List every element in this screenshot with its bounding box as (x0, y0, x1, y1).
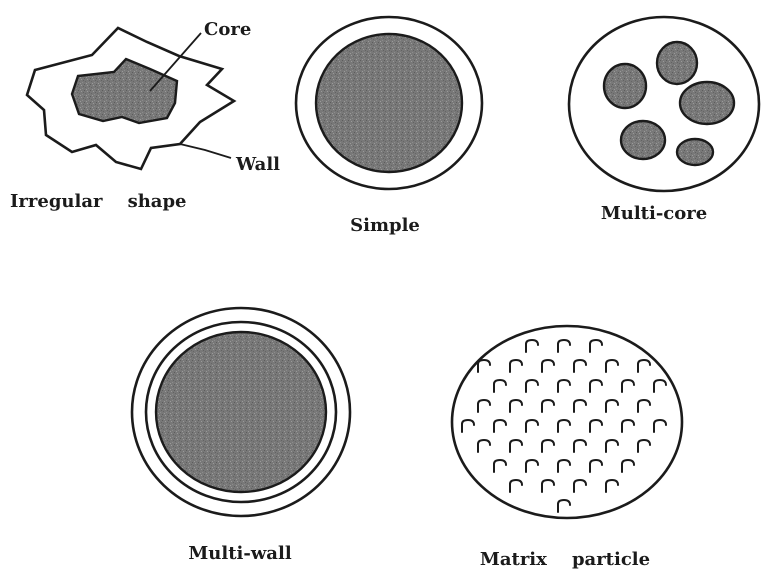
irregular-shape-capsule: Core Wall Irregular shape (10, 19, 280, 212)
multi-core-core-5 (677, 139, 713, 165)
multi-core-core-1 (604, 64, 646, 108)
simple-capsule: Simple (296, 17, 482, 236)
multi-wall-core (156, 332, 326, 492)
simple-label: Simple (350, 215, 420, 236)
multi-wall-label: Multi-wall (188, 543, 291, 564)
wall-label: Wall (235, 154, 280, 175)
multi-core-core-3 (680, 82, 734, 124)
multi-core-label: Multi-core (601, 203, 707, 224)
multi-core-core-2 (657, 42, 697, 84)
simple-core (316, 34, 462, 172)
multi-wall-capsule: Multi-wall (132, 308, 350, 564)
core-label: Core (204, 19, 251, 40)
matrix-particle-label: Matrix particle (480, 549, 650, 570)
matrix-particle-outline (452, 326, 682, 518)
wall-leader-line (180, 144, 231, 158)
multi-core-core-4 (621, 121, 665, 159)
multi-core-capsule: Multi-core (569, 17, 759, 224)
irregular-shape-label: Irregular shape (10, 191, 186, 212)
matrix-particle-capsule: Matrix particle (452, 326, 682, 570)
